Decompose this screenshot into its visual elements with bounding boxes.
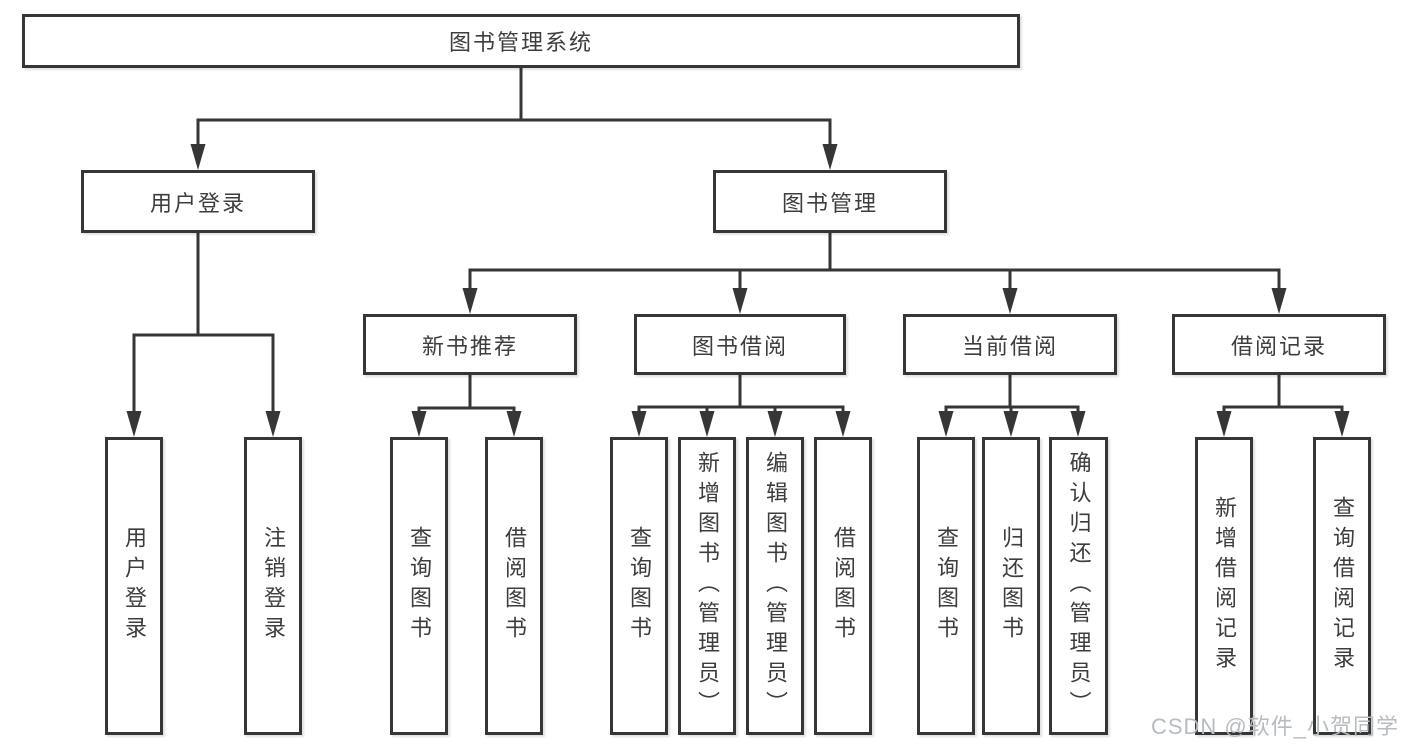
- arrowhead-icon: [506, 411, 522, 437]
- leaf-query-books-current: 查询图书: [917, 437, 975, 735]
- node-new-book-recommendation: 新书推荐: [363, 314, 577, 375]
- connector-book-mgmt-to-level3: [468, 233, 1281, 290]
- node-book-management: 图书管理: [713, 170, 947, 233]
- arrowhead-icon: [126, 411, 142, 437]
- leaf-edit-books-admin: 编辑图书（管理员）: [746, 437, 804, 735]
- arrowhead-icon: [190, 144, 206, 170]
- leaf-query-books-borrowing: 查询图书: [610, 437, 668, 735]
- leaf-user-login: 用户登录: [105, 437, 163, 735]
- connector-book-borrow-to-leaves: [637, 375, 845, 414]
- leaf-query-books-recommend: 查询图书: [390, 437, 448, 735]
- leaf-add-books-admin: 新增图书（管理员）: [678, 437, 736, 735]
- node-user-login: 用户登录: [81, 170, 315, 233]
- arrowhead-icon: [767, 411, 783, 437]
- leaf-return-books: 归还图书: [982, 437, 1040, 735]
- leaf-borrow-books-recommend: 借阅图书: [485, 437, 543, 735]
- arrowhead-icon: [631, 411, 647, 437]
- arrowhead-icon: [1216, 411, 1232, 437]
- arrowhead-icon: [462, 288, 478, 314]
- connector-user-login-to-leaves: [132, 233, 275, 413]
- arrowhead-icon: [1002, 288, 1018, 314]
- leaf-add-borrow-record: 新增借阅记录: [1195, 437, 1253, 735]
- arrowhead-icon: [699, 411, 715, 437]
- arrowheads: [126, 144, 1350, 437]
- arrowhead-icon: [938, 411, 954, 437]
- leaf-logout-login: 注销登录: [244, 437, 302, 735]
- leaf-borrow-books-borrowing: 借阅图书: [814, 437, 872, 735]
- arrowhead-icon: [835, 411, 851, 437]
- arrowhead-icon: [732, 288, 748, 314]
- connector-root-to-level2: [196, 68, 832, 146]
- node-current-borrowing: 当前借阅: [903, 314, 1117, 375]
- arrowhead-icon: [1334, 411, 1350, 437]
- arrowhead-icon: [1271, 288, 1287, 314]
- node-book-borrowing: 图书借阅: [634, 314, 846, 375]
- connector-current-borrow-to-leaves: [944, 375, 1080, 414]
- connector-new-book-rec-to-leaves: [417, 375, 516, 414]
- watermark: CSDN @软件_小贺同学: [1150, 714, 1399, 739]
- arrowhead-icon: [1003, 411, 1019, 437]
- arrowhead-icon: [1070, 411, 1086, 437]
- leaf-confirm-return-admin: 确认归还（管理员）: [1049, 437, 1108, 735]
- connector-borrow-records-to-leaves: [1222, 375, 1344, 414]
- arrowhead-icon: [411, 411, 427, 437]
- leaf-query-borrow-record: 查询借阅记录: [1313, 437, 1371, 735]
- arrowhead-icon: [822, 144, 838, 170]
- arrowhead-icon: [265, 411, 281, 437]
- node-borrowing-records: 借阅记录: [1172, 314, 1386, 375]
- node-book-management-system: 图书管理系统: [22, 14, 1020, 68]
